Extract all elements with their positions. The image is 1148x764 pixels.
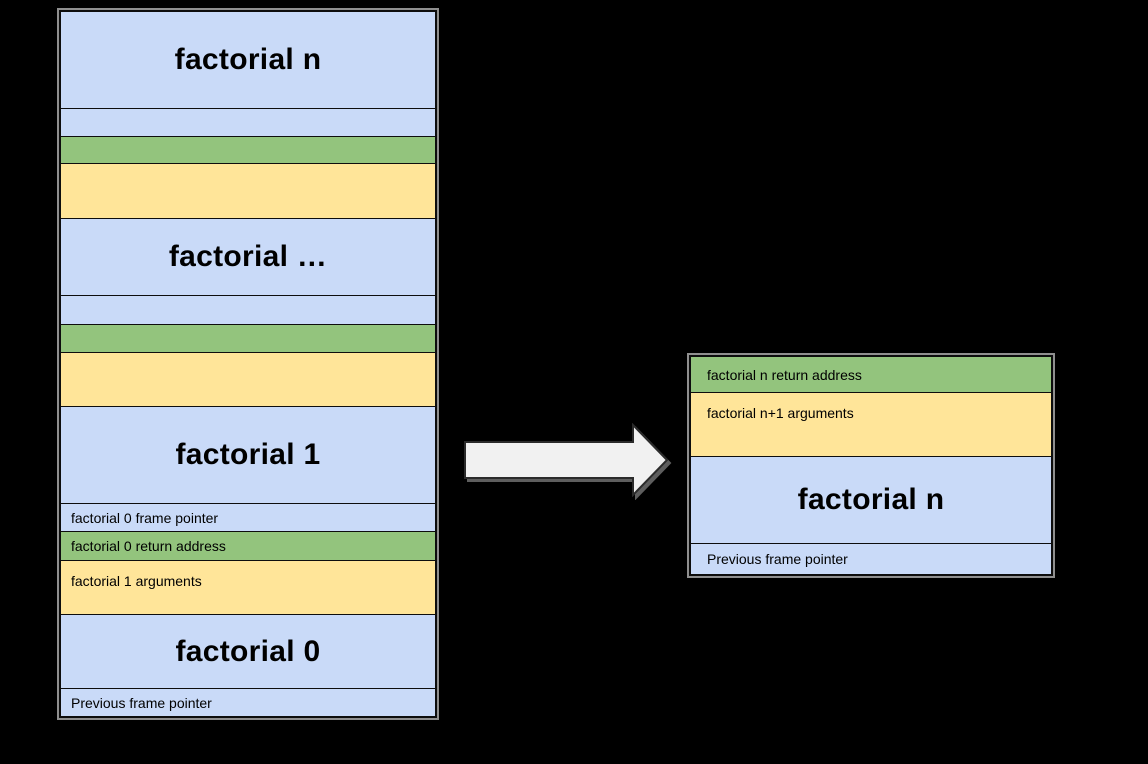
row-label-text: factorial 1 arguments xyxy=(71,573,202,589)
row-label-text: factorial n return address xyxy=(707,366,862,383)
row-label-text: Previous frame pointer xyxy=(71,694,212,711)
recursive-call-stack: factorial n factorial … factorial 1 factori… xyxy=(57,8,439,720)
factorial-0-frame-pointer-row: factorial 0 frame pointer xyxy=(61,503,435,531)
frame-title-text: factorial 0 xyxy=(175,634,321,668)
right-arrow-icon xyxy=(464,423,669,497)
previous-frame-pointer-row: Previous frame pointer xyxy=(691,543,1051,574)
frame-factorial-n: factorial n xyxy=(691,456,1051,543)
frame-pointer-row-empty xyxy=(61,108,435,136)
frame-factorial-0: factorial 0 xyxy=(61,614,435,688)
frame-factorial-n: factorial n xyxy=(61,12,435,108)
generalized-stack-frame: factorial n return address factorial n+1 … xyxy=(687,353,1055,578)
factorial-n-return-address-row: factorial n return address xyxy=(691,357,1051,392)
return-address-row-empty xyxy=(61,324,435,352)
frame-title-text: factorial … xyxy=(168,240,328,273)
right-arrow-icon xyxy=(464,423,670,497)
frame-factorial-ellipsis: factorial … xyxy=(61,218,435,295)
previous-frame-pointer-row: Previous frame pointer xyxy=(61,688,435,716)
arguments-row-empty xyxy=(61,352,435,406)
factorial-n1-arguments-row: factorial n+1 arguments xyxy=(691,392,1051,456)
row-label-text: factorial 0 return address xyxy=(71,538,226,554)
row-label-text: factorial 0 frame pointer xyxy=(71,509,219,526)
frame-title-text: factorial n xyxy=(174,43,322,76)
frame-title-text: factorial 1 xyxy=(175,438,321,471)
factorial-1-arguments-row: factorial 1 arguments xyxy=(61,560,435,614)
frame-factorial-1: factorial 1 xyxy=(61,406,435,503)
frame-title-text: factorial n xyxy=(797,483,945,516)
row-label-text: factorial n+1 arguments xyxy=(707,405,854,421)
row-label-text: Previous frame pointer xyxy=(707,551,848,567)
return-address-row-empty xyxy=(61,136,435,163)
arguments-row-empty xyxy=(61,163,435,218)
frame-pointer-row-empty xyxy=(61,295,435,324)
factorial-0-return-address-row: factorial 0 return address xyxy=(61,531,435,560)
